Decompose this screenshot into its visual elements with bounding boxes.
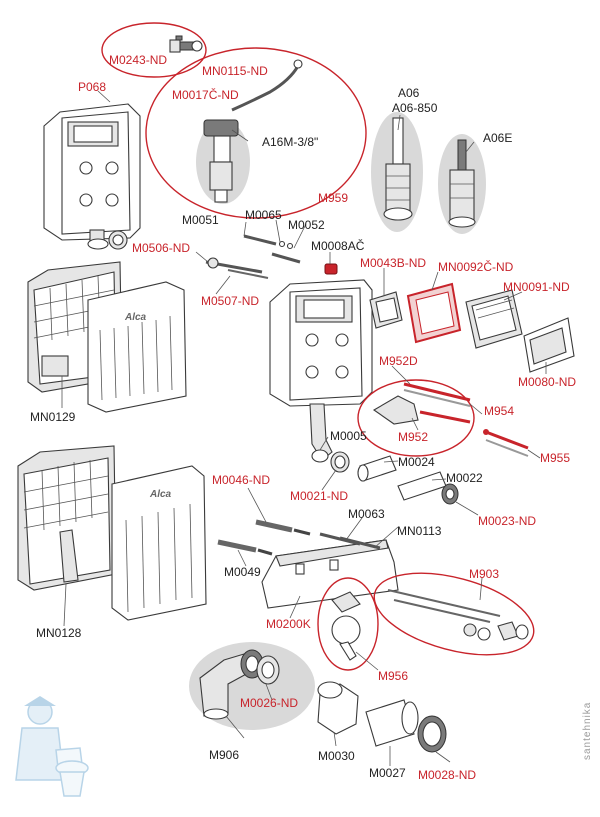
label-m0028-nd: M0028-ND — [418, 768, 476, 782]
frame-mn0129 — [27, 261, 187, 413]
label-m0005: M0005 — [330, 429, 367, 443]
label-m954: M954 — [484, 404, 514, 418]
label-m0506-nd: M0506-ND — [132, 241, 190, 255]
label-mn0092c-nd: MN0092Č-ND — [438, 259, 514, 274]
a06-flush-valve — [371, 112, 423, 232]
label-m0200k: M0200K — [266, 617, 311, 631]
cistern-top-left — [43, 103, 141, 250]
label-m0052: M0052 — [288, 218, 325, 232]
m954-group-outline — [357, 379, 475, 457]
frame-m0080 — [523, 317, 575, 373]
label-m0080-nd: M0080-ND — [518, 375, 576, 389]
plumber-mascot-icon — [15, 696, 89, 797]
label-mn0115-nd: MN0115-ND — [202, 64, 268, 78]
bracket-m0200k — [261, 532, 399, 609]
label-m0507-nd: M0507-ND — [201, 294, 259, 308]
label-mn0128: MN0128 — [36, 626, 82, 640]
label-m903: M903 — [469, 567, 499, 581]
label-m0243-nd: M0243-ND — [109, 53, 167, 67]
label-m0023-nd: M0023-ND — [478, 514, 536, 528]
m955-rods — [483, 429, 529, 457]
label-p068: P068 — [78, 80, 106, 94]
m0030-pipe — [317, 681, 359, 735]
cistern-main — [269, 279, 373, 461]
label-m0065: M0065 — [245, 208, 282, 222]
label-mn0129: MN0129 — [30, 410, 76, 424]
frame-m0043b — [369, 291, 403, 329]
m956-clamp-group — [317, 577, 379, 671]
label-mn0091-nd: MN0091-ND — [503, 280, 570, 294]
m0028-ring — [417, 715, 447, 753]
label-m0051: M0051 — [182, 213, 219, 227]
m903-rod-group — [373, 572, 535, 656]
drain-pipe-parts — [311, 449, 459, 505]
m956-group-outline — [317, 577, 379, 671]
label-m956: M956 — [378, 669, 408, 683]
m903-group-outline — [373, 572, 535, 656]
label-a06: A06 — [398, 86, 420, 100]
m0243-group-outline — [101, 22, 207, 78]
m959-group-outline — [145, 47, 367, 219]
label-m0063: M0063 — [348, 507, 385, 521]
label-m0046-nd: M0046-ND — [212, 473, 270, 487]
label-mn0113: MN0113 — [397, 524, 442, 538]
label-m955: M955 — [540, 451, 570, 465]
label-a06-850: A06-850 — [392, 101, 438, 115]
label-m0008ac: M0008AČ — [311, 238, 365, 253]
brand-logo-2: Alca — [149, 489, 172, 500]
frame-mn0092c-red — [406, 282, 462, 344]
label-m0026-nd: M0026-ND — [240, 696, 298, 710]
m0027-pipe — [365, 699, 419, 747]
leader-lines — [61, 90, 547, 766]
label-a16m: A16M-3/8" — [262, 135, 318, 149]
label-m0024: M0024 — [398, 455, 435, 469]
label-m959: M959 — [318, 191, 348, 205]
label-m0049: M0049 — [224, 565, 261, 579]
label-m0021-nd: M0021-ND — [290, 489, 348, 503]
part-labels: M0243-ND P068 MN0115-ND M0017Č-ND A16M-3… — [30, 53, 576, 782]
m0008ac-part — [324, 263, 338, 275]
m906-elbow-group — [189, 642, 315, 730]
a06e-flush-valve — [438, 134, 486, 234]
label-m0027: M0027 — [369, 766, 406, 780]
m959-fill-valve-group — [145, 47, 367, 219]
m0046-rods — [217, 519, 311, 556]
label-m0022: M0022 — [446, 471, 483, 485]
small-rods-screws — [205, 234, 301, 279]
frame-mn0128 — [17, 445, 207, 621]
label-m0017c-nd: M0017Č-ND — [172, 87, 239, 102]
m0243-screw-part — [101, 22, 207, 78]
label-m0030: M0030 — [318, 749, 355, 763]
watermark-text: santehnika — [582, 702, 593, 760]
frame-mn0091 — [465, 289, 523, 349]
m954-rod-group — [357, 379, 475, 457]
label-m0043b-nd: M0043B-ND — [360, 256, 426, 270]
label-a06e: A06E — [483, 131, 512, 145]
label-m952: M952 — [398, 430, 428, 444]
label-m952d: M952D — [379, 354, 418, 368]
label-m906: M906 — [209, 748, 239, 762]
brand-logo-1: Alca — [124, 312, 147, 323]
